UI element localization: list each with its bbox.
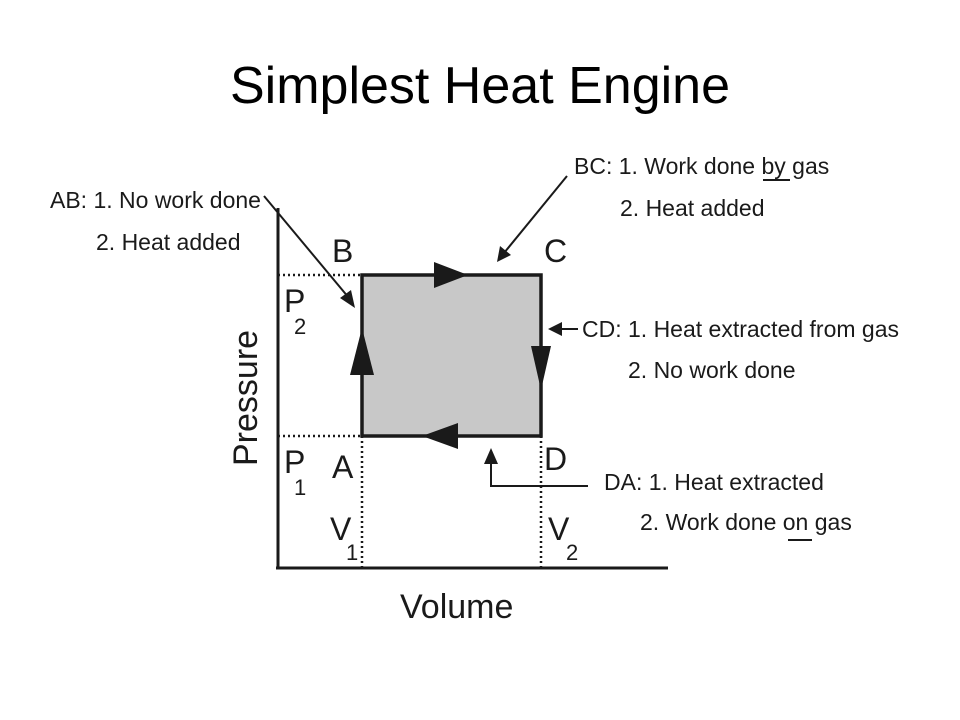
v1-label: V bbox=[330, 511, 352, 547]
p2-subscript: 2 bbox=[294, 314, 306, 339]
da-annotation-line2: 2. Work done on gas bbox=[640, 509, 852, 535]
v2-subscript: 2 bbox=[566, 540, 578, 565]
ab-annotation-line2: 2. Heat added bbox=[96, 229, 241, 255]
arrow-cd bbox=[531, 346, 551, 390]
p2-label: P bbox=[284, 283, 305, 319]
da-annotation-line1: DA: 1. Heat extracted bbox=[604, 469, 824, 495]
bc-annotation-line1: BC: 1. Work done by gas bbox=[574, 153, 829, 179]
cd-annotation-line2: 2. No work done bbox=[628, 357, 795, 383]
arrow-ab bbox=[350, 328, 374, 375]
point-label-b: B bbox=[332, 233, 353, 269]
cd-annotation-line1: CD: 1. Heat extracted from gas bbox=[582, 316, 899, 342]
p1-subscript: 1 bbox=[294, 475, 306, 500]
ab-pointer bbox=[263, 195, 355, 308]
point-label-c: C bbox=[544, 233, 567, 269]
cd-pointer bbox=[548, 322, 578, 336]
point-label-d: D bbox=[544, 441, 567, 477]
x-axis-label: Volume bbox=[400, 588, 513, 626]
arrow-da bbox=[422, 423, 458, 449]
p1-label: P bbox=[284, 444, 305, 480]
slide-title: Simplest Heat Engine bbox=[229, 57, 731, 115]
v1-subscript: 1 bbox=[346, 540, 358, 565]
ab-annotation-line1: AB: 1. No work done bbox=[50, 187, 261, 213]
y-axis-label: Pressure bbox=[227, 330, 265, 466]
bc-annotation-line2: 2. Heat added bbox=[620, 195, 765, 221]
cycle-area bbox=[360, 273, 543, 438]
v2-label: V bbox=[548, 511, 570, 547]
arrow-bc bbox=[434, 262, 468, 288]
da-pointer bbox=[484, 448, 588, 487]
bc-pointer bbox=[497, 175, 568, 262]
point-label-a: A bbox=[332, 449, 354, 485]
